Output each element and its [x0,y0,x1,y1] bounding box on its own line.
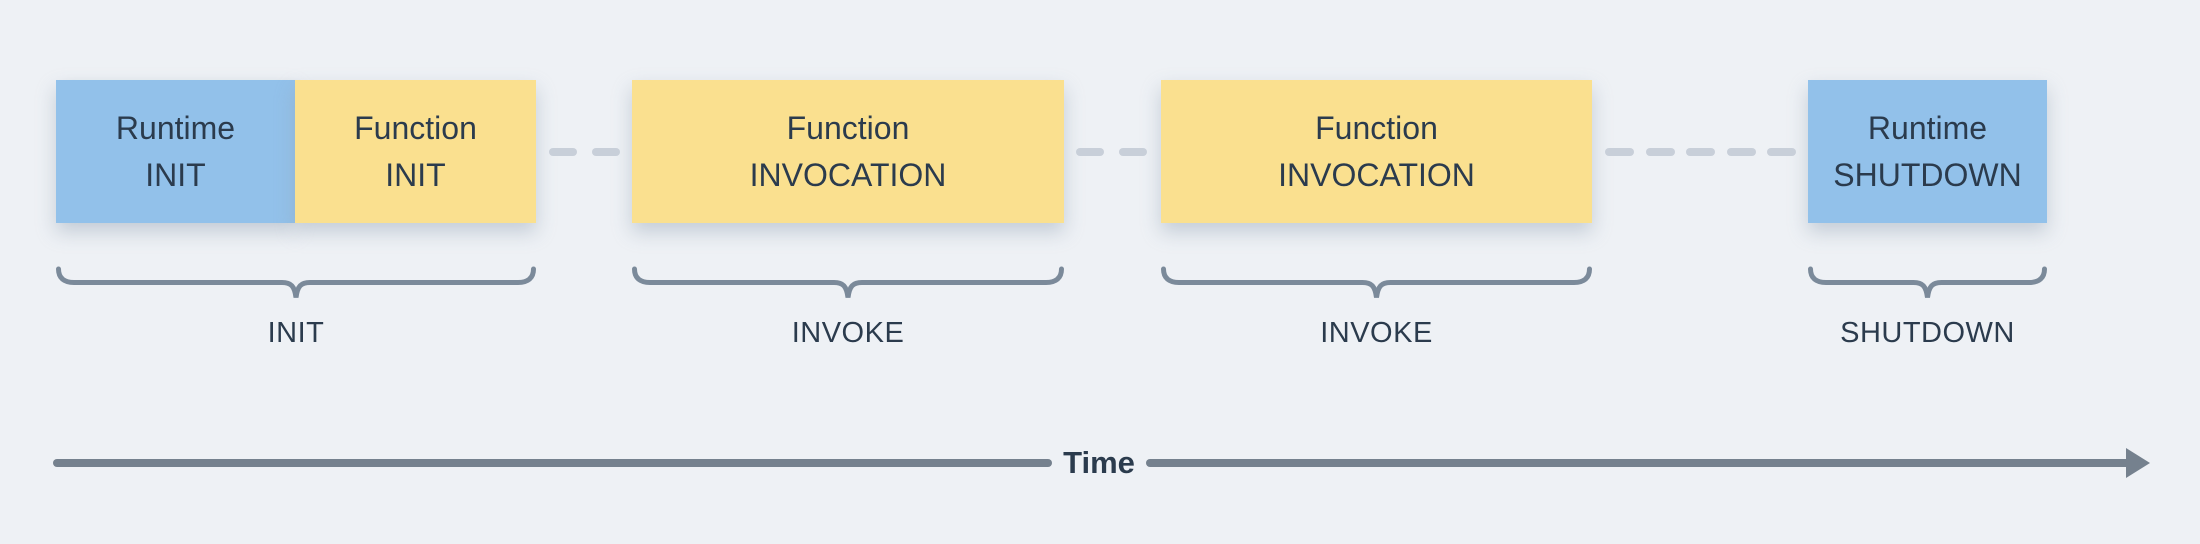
dash [1076,148,1104,156]
brace-icon [1161,266,1592,298]
dashed-connector-init-to-invoke [549,148,620,156]
phase-label-invoke-1: INVOKE [791,316,905,349]
dash [1605,148,1634,156]
dash [592,148,620,156]
block-line: Runtime [1867,109,1988,146]
block-line: INVOCATION [1278,156,1475,193]
dashed-connector-invoke-to-shutdown [1605,148,1796,156]
phase-label-shutdown: SHUTDOWN [1840,316,2015,349]
timeline-line-left [53,459,1052,467]
block-line: Function [786,109,910,146]
timeline-line-right [1146,459,2130,467]
brace-shutdown [1808,266,2047,302]
brace-init [56,266,536,302]
timeline-arrowhead-icon [2126,448,2150,478]
block-line: SHUTDOWN [1833,156,2022,193]
dash [1119,148,1147,156]
brace-icon [1808,266,2047,298]
brace-icon [632,266,1064,298]
dash [549,148,577,156]
block-line: Function [354,109,477,146]
dash [1726,148,1756,156]
dashed-connector-invoke-to-invoke [1076,148,1147,156]
timeline-label: Time [1063,445,1135,480]
block-line: INIT [145,156,206,193]
block-runtime-shutdown: Runtime SHUTDOWN [1808,80,2047,223]
dash [1645,148,1675,156]
block-runtime-init: Runtime INIT [56,80,295,223]
block-line: INIT [385,156,446,193]
brace-invoke-1 [632,266,1064,302]
dash [1686,148,1715,156]
block-function-invocation-1: Function INVOCATION [632,80,1064,223]
brace-invoke-2 [1161,266,1592,302]
block-line: Function [1315,109,1438,146]
phase-label-invoke-2: INVOKE [1320,316,1433,349]
block-function-init: Function INIT [295,80,536,223]
dash [1767,148,1796,156]
block-function-invocation-2: Function INVOCATION [1161,80,1592,223]
brace-icon [56,266,536,298]
block-line: INVOCATION [749,156,947,193]
block-line: Runtime [115,109,236,146]
phase-label-init: INIT [267,316,325,349]
